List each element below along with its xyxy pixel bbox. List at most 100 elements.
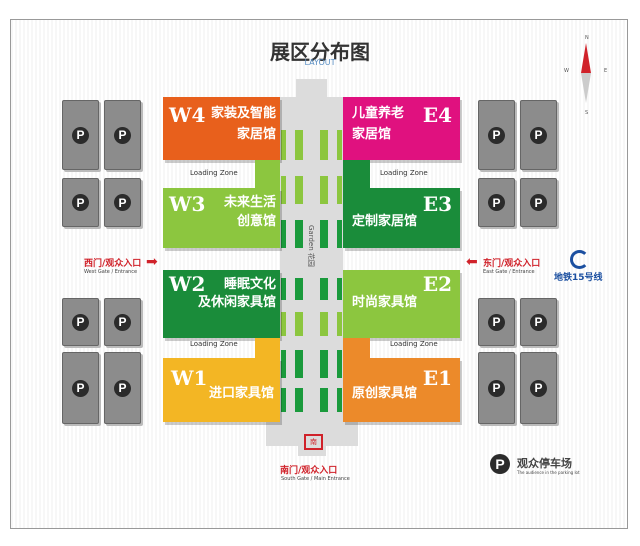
garden-strip [295,220,303,248]
compass-e: E [604,68,608,74]
parking-lot: P [478,178,515,227]
parking-lot: P [478,298,515,346]
garden-strip [337,220,342,248]
east-gate-sub: East Gate / Entrance [483,269,535,275]
garden-strip [320,176,328,204]
hall-w2[interactable]: W2 睡眠文化 及休闲家具馆 [163,270,280,338]
parking-lot: P [104,178,141,227]
garden-strip [337,130,342,160]
hall-name: 睡眠文化 [223,277,276,292]
garden-strip [281,220,286,248]
compass-s: S [585,110,589,116]
garden-strip [281,278,286,300]
loading-zone-label: Loading Zone [390,340,438,348]
parking-lot: P [104,298,141,346]
hall-e4[interactable]: E4 儿童养老 家居馆 [343,97,460,160]
parking-lot: P [520,298,557,346]
garden-strip [320,278,328,300]
map-subtitle: LAYOUT [304,58,336,67]
east-gate-arrow-icon[interactable]: ⬅ [466,254,478,270]
garden-strip [281,350,286,378]
hall-code: W2 [169,272,206,296]
parking-lot: P [62,298,99,346]
hall-name: 创意馆 [236,214,276,229]
hall-code: E1 [422,366,452,390]
garden-strip [281,312,286,336]
parking-icon: P [72,126,89,144]
garden-strip [295,278,303,300]
garden-strip [281,176,286,204]
parking-icon: P [530,313,547,331]
parking-icon: P [72,313,89,331]
parking-icon: P [488,126,505,144]
metro-label: 地铁15号线 [554,273,603,283]
hall-w1[interactable]: W1 进口家具馆 [163,358,280,422]
compass-icon: N W E S [564,35,610,125]
hall-name: 进口家具馆 [208,386,274,401]
hall-code: W3 [169,192,206,216]
garden-strip [320,130,328,160]
parking-icon: P [72,379,89,397]
hall-e2[interactable]: E2 时尚家具馆 [343,270,460,338]
hall-e1[interactable]: E1 原创家具馆 [343,358,460,422]
parking-icon: P [488,194,505,211]
parking-legend-icon: P [490,454,510,474]
hall-name: 儿童养老 [352,106,405,121]
hall-code: W4 [169,103,206,127]
parking-lot: P [104,352,141,424]
hall-name: 家居馆 [352,127,392,142]
parking-lot: P [520,352,557,424]
west-gate-arrow-icon[interactable]: ➡ [146,254,158,270]
parking-icon: P [114,194,131,211]
loading-zone-label: Loading Zone [190,169,238,177]
garden-strip [337,312,342,336]
north-tower [296,79,327,99]
south-gate-icon[interactable]: 南 [304,434,323,450]
central-corridor [280,97,343,427]
garden-strip [295,176,303,204]
hall-name: 家装及智能 [210,106,276,121]
parking-lot: P [478,100,515,170]
map-title: 展区分布图 [270,40,370,64]
compass-w: W [564,68,569,74]
garden-strip [320,220,328,248]
garden-strip [281,388,286,412]
west-gate-label: 西门/观众入口 [84,259,142,269]
parking-icon: P [530,126,547,144]
parking-lot: P [62,352,99,424]
parking-icon: P [114,313,131,331]
loading-zone-label: Loading Zone [190,340,238,348]
hall-name: 原创家具馆 [352,386,418,401]
hall-name: 定制家居馆 [352,214,418,229]
south-gate-sub: South Gate / Main Entrance [281,476,350,482]
hall-w4[interactable]: W4 家装及智能 家居馆 [163,97,280,160]
parking-icon: P [114,126,131,144]
legend-sub: The audience in the parking lot [517,470,580,475]
legend-label: 观众停车场 [517,457,572,470]
loading-zone-label: Loading Zone [380,169,428,177]
hall-code: E3 [422,192,452,216]
garden-strip [337,278,342,300]
garden-strip [281,130,286,160]
hall-code: E4 [422,103,452,127]
hall-name: 时尚家具馆 [352,295,418,310]
parking-lot: P [62,178,99,227]
west-gate-sub: West Gate / Entrance [84,269,138,275]
parking-icon: P [72,194,89,211]
parking-lot: P [520,100,557,170]
hall-e3[interactable]: E3 定制家居馆 [343,188,460,248]
garden-strip [320,312,328,336]
parking-lot: P [478,352,515,424]
parking-icon: P [488,379,505,397]
garden-strip [337,350,342,378]
east-gate-label: 东门/观众入口 [483,259,541,269]
hall-w3[interactable]: W3 未来生活 创意馆 [163,188,280,248]
parking-lot: P [104,100,141,170]
hall-w3-annex [255,160,280,190]
parking-icon: P [114,379,131,397]
compass-n: N [585,35,589,41]
garden-strip [295,312,303,336]
parking-icon: P [488,313,505,331]
south-gate-label: 南门/观众入口 [280,466,338,476]
garden-strip [295,388,303,412]
